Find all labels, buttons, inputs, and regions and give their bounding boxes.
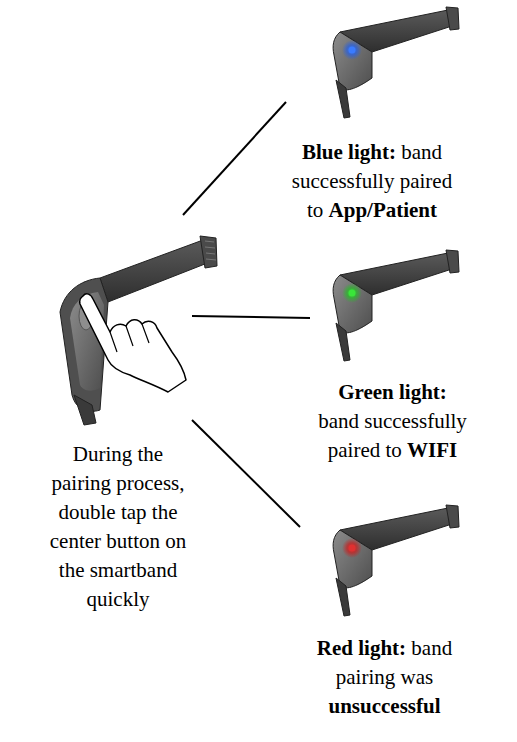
band-head [333,275,372,333]
main-smartband [60,236,217,425]
status-light-core [349,290,356,297]
band-clasp [446,505,459,528]
band-tail [336,80,350,118]
small-band-green [333,250,459,361]
hand-outline [80,294,186,392]
small-band-red [333,505,459,616]
caption-text: Red light: band pairing was unsuccessful [306,634,463,721]
instruction-group: During the pairing process, double tap t… [44,215,192,618]
band-strap [100,240,210,302]
status-light-core [349,47,356,54]
band-clasp [446,7,459,30]
status-light [342,538,362,558]
caption-text: During the pairing process, double tap t… [44,440,192,614]
bold-text: Red light: [317,636,406,660]
band-head [333,32,372,90]
clasp-ridges [205,241,216,260]
status-group: Red light: band pairing was unsuccessful [300,490,470,725]
band-head [333,530,372,588]
band-clasp [446,250,459,273]
band-tail [336,323,350,361]
status-group: Blue light: band successfully paired to … [286,0,458,229]
bold-text: Blue light: [302,140,396,164]
bold-text: unsuccessful [328,694,440,718]
caption-text: During the pairing process, double tap t… [50,442,186,611]
status-light [342,40,362,60]
status-light [342,283,362,303]
bold-text: Green light: [338,380,447,404]
status-group: Green light: band successfully paired to… [310,245,476,469]
caption-text: Blue light: band successfully paired to … [286,138,458,225]
bold-text: WIFI [407,438,457,462]
status-light-core [349,545,356,552]
band-clasp [200,236,217,268]
leader-line [183,102,286,215]
finger-lines [110,324,149,352]
hand-drawing [80,294,186,392]
leader-line [192,420,300,527]
band-tail [74,395,96,425]
leader-line [192,316,310,318]
band-tail [336,578,350,616]
small-band-blue [333,7,459,118]
bold-text: App/Patient [329,198,438,222]
caption-text: Green light: band successfully paired to… [316,378,469,465]
